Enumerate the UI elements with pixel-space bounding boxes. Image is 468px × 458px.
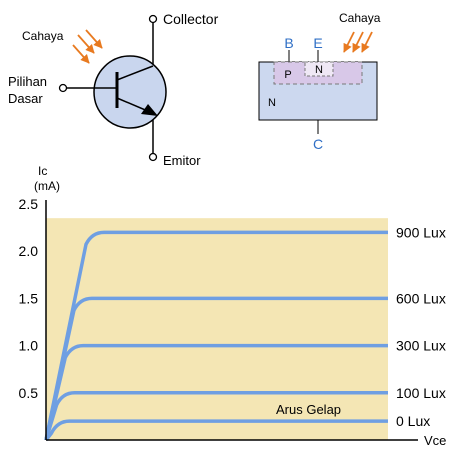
n-emitter-region (304, 61, 334, 77)
collector-letter: C (313, 136, 323, 152)
n-collector-label: N (268, 97, 276, 109)
dark-current-annotation: Arus Gelap (276, 402, 341, 417)
emitter-terminal (148, 152, 158, 162)
light-arrow (72, 44, 90, 64)
collector-terminal (148, 14, 158, 24)
emitter-label: Emitor (163, 153, 201, 168)
plot-background (46, 218, 388, 440)
chart-curves (44, 230, 388, 442)
curve-900-lux (44, 230, 388, 441)
transistor-body (93, 55, 167, 129)
curve-0-lux (44, 419, 388, 442)
x-axis-label: Vce (424, 433, 446, 448)
curve-100-lux (44, 391, 388, 441)
emitter-arrow (141, 104, 158, 116)
emitter-letter: E (313, 35, 322, 51)
symbol-light-label: Cahaya (22, 29, 64, 43)
series-label: 0 Lux (396, 413, 430, 429)
p-region-label: P (284, 69, 291, 81)
light-arrow (343, 31, 355, 53)
n-emitter-label: N (315, 64, 323, 76)
y-axis-label-line1: Ic (38, 164, 47, 178)
series-label: 100 Lux (396, 385, 446, 401)
characteristic-chart: 900 Lux 600 Lux 300 Lux 100 Lux 0 Lux 2.5 2.0… (19, 164, 447, 448)
y-tick-label: 1.0 (19, 338, 39, 354)
base-label-line1: Pilihan (8, 74, 47, 89)
light-arrow (361, 31, 373, 53)
y-ticks: 2.5 2.0 1.5 1.0 0.5 (19, 196, 39, 401)
base-label-line2: Dasar (8, 91, 43, 106)
base-terminal (58, 83, 68, 93)
series-label: 900 Lux (396, 224, 446, 240)
y-tick-label: 2.0 (19, 243, 39, 259)
series-label: 600 Lux (396, 290, 446, 306)
y-axis-label-line2: (mA) (34, 179, 60, 193)
light-arrow (85, 29, 103, 49)
light-arrow (77, 34, 95, 54)
curve-600-lux (44, 296, 388, 441)
transistor-symbol: Cahaya Collector Pilihan Dasar Emitor (8, 11, 219, 168)
light-arrow (352, 31, 364, 53)
structure-diagram: B E C P N N Cahaya (258, 11, 381, 152)
base-letter: B (284, 35, 293, 51)
structure-light-label: Cahaya (339, 11, 381, 25)
collector-connection (116, 65, 154, 81)
y-tick-label: 2.5 (19, 196, 39, 212)
y-tick-label: 0.5 (19, 385, 39, 401)
series-label: 300 Lux (396, 338, 446, 354)
curve-300-lux (44, 343, 388, 441)
curve-labels: 900 Lux 600 Lux 300 Lux 100 Lux 0 Lux (396, 224, 446, 429)
collector-label: Collector (163, 11, 219, 27)
y-tick-label: 1.5 (19, 290, 39, 306)
